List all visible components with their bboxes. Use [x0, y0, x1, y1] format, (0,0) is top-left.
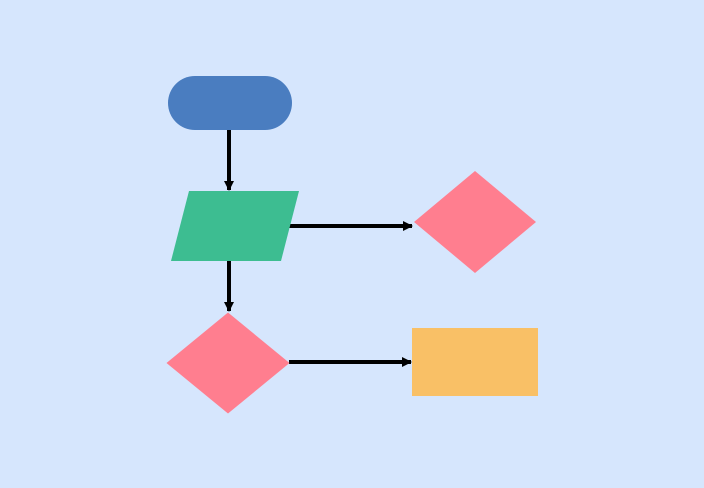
decision-right-diamond-node	[414, 171, 536, 273]
process-rectangle-node	[412, 328, 538, 396]
decision-bottom-diamond-node	[166, 312, 290, 414]
input-parallelogram-node	[171, 191, 299, 261]
start-terminator-node	[168, 76, 292, 130]
nodes-layer	[166, 76, 538, 414]
edges-layer	[224, 130, 413, 367]
